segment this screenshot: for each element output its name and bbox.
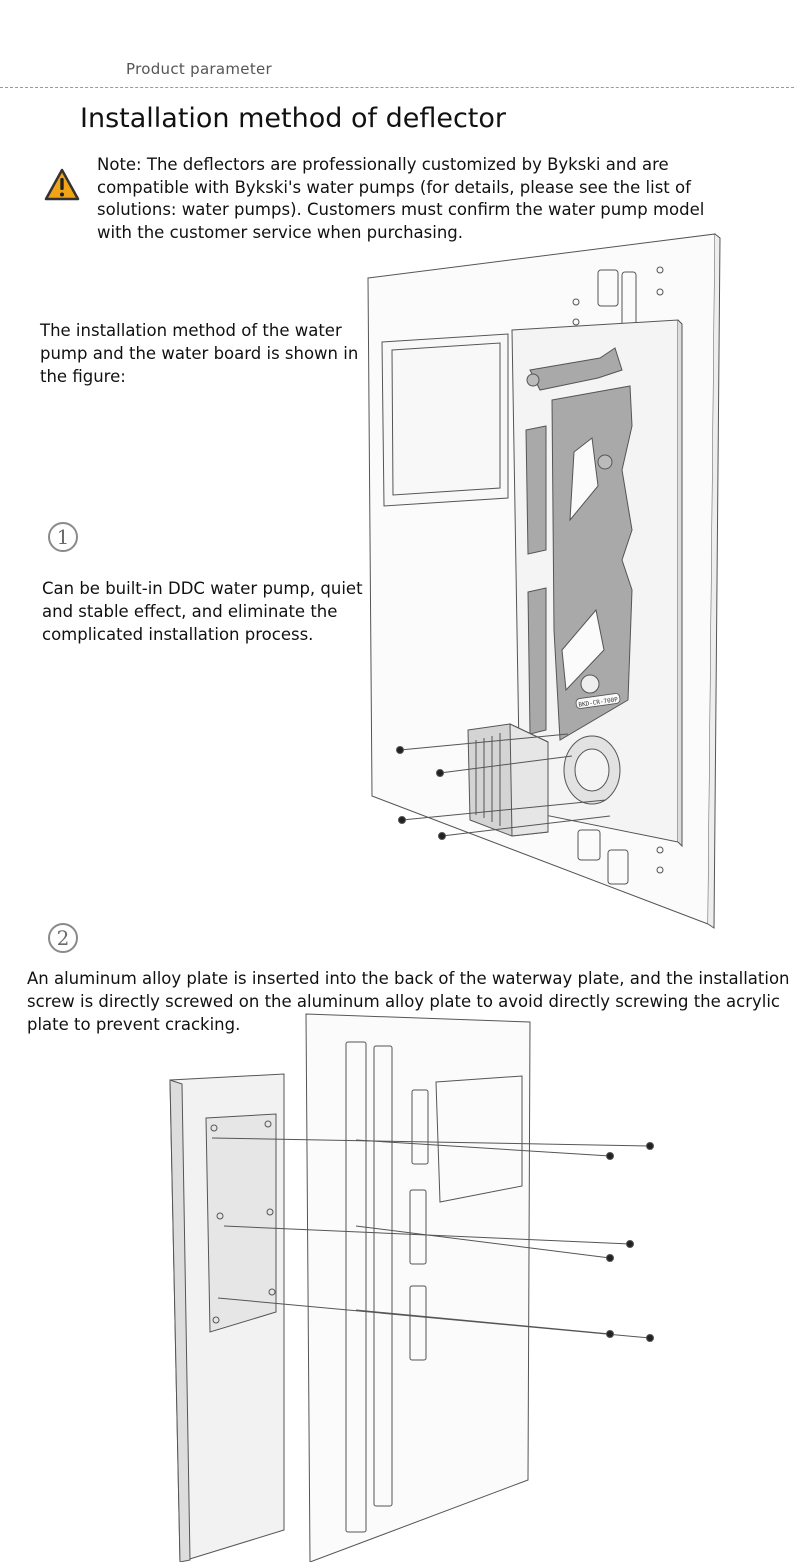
step-2-badge: 2	[48, 923, 78, 953]
page-title: Installation method of deflector	[80, 103, 507, 134]
step-2-text: An aluminum alloy plate is inserted into…	[27, 969, 790, 1034]
aluminum-plate-illustration	[169, 1013, 654, 1562]
warning-icon	[44, 168, 80, 201]
step-1-text: Can be built-in DDC water pump, quiet an…	[42, 579, 363, 644]
intro-text: The installation method of the water pum…	[40, 321, 359, 386]
step-1-badge: 1	[48, 522, 78, 552]
section-label: Product parameter	[126, 60, 273, 78]
pump-installation-illustration: BKD-CR-700P	[367, 233, 721, 929]
header-divider	[0, 87, 794, 88]
note-text: Note: The deflectors are professionally …	[97, 155, 705, 242]
